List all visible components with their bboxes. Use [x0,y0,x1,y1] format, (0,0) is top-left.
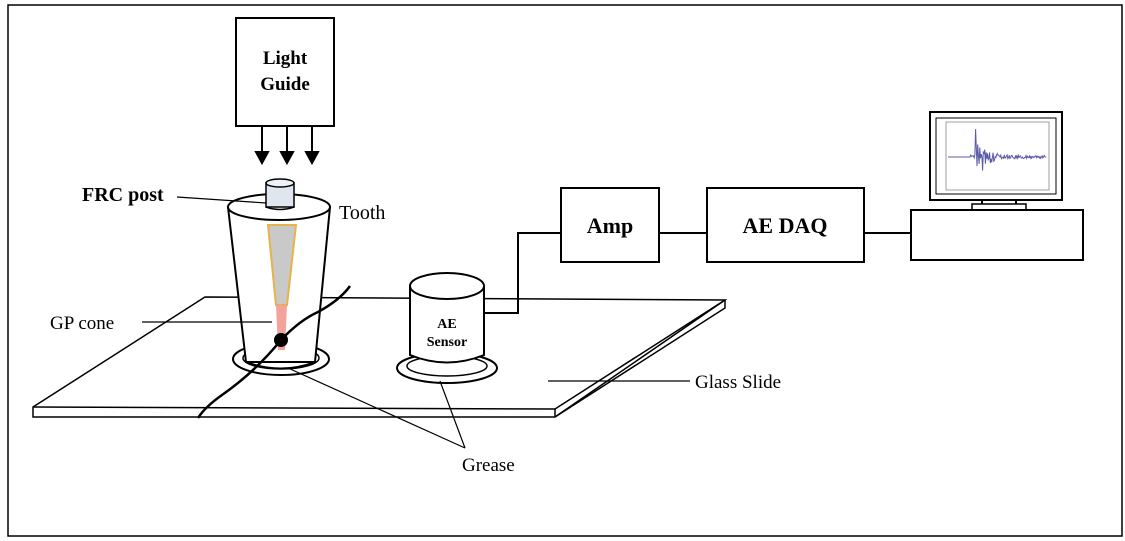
frc-post-label: FRC post [82,184,164,206]
computer [910,111,1084,261]
ae-sensor: AE Sensor [409,272,485,364]
diagram-frame [7,4,1123,537]
light-guide: Light Guide [235,17,335,127]
grease-label: Grease [462,455,515,476]
light-guide-label-line1: Light [263,48,308,69]
ae-daq-box: AE DAQ [706,187,865,263]
light-guide-label-line2: Guide [260,74,310,95]
frc-post [265,178,295,211]
sensor-amp-cable [484,232,561,314]
computer-case [910,209,1084,261]
light-arrows [254,126,320,166]
grease-leader-sensor [439,380,466,449]
gp-cone-label: GP cone [50,313,114,334]
waveform-trace [948,128,1047,171]
wire [196,285,352,419]
glass-slide [32,296,728,418]
glass-slide-label: Glass Slide [695,372,781,393]
waveform-plot [945,121,1050,191]
frc-post-leader [176,196,267,204]
ae-sensor-label-line2: Sensor [427,335,467,350]
grease-leader-tooth [287,367,466,449]
ae-daq-label: AE DAQ [743,213,828,238]
amp-box: Amp [560,187,660,263]
tooth-label: Tooth [339,202,385,224]
ae-sensor-label-line1: AE [437,317,456,332]
amp-label: Amp [587,213,633,238]
